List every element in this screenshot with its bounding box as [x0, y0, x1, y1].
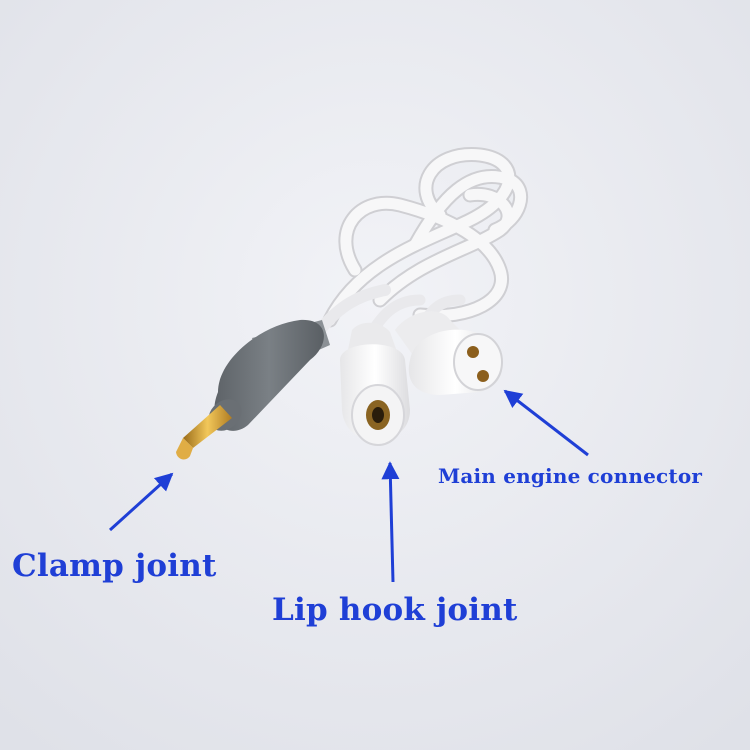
clamp-joint-plug [176, 319, 330, 460]
arrow-icon [108, 389, 589, 583]
main-engine-connector [395, 311, 503, 395]
main-engine-connector-label: Main engine connector [438, 464, 703, 488]
lip-hook-joint-socket [340, 322, 410, 446]
clamp-joint-label: Clamp joint [12, 548, 217, 584]
lip-hook-joint-label: Lip hook joint [272, 592, 518, 628]
cable-coil [314, 147, 529, 351]
